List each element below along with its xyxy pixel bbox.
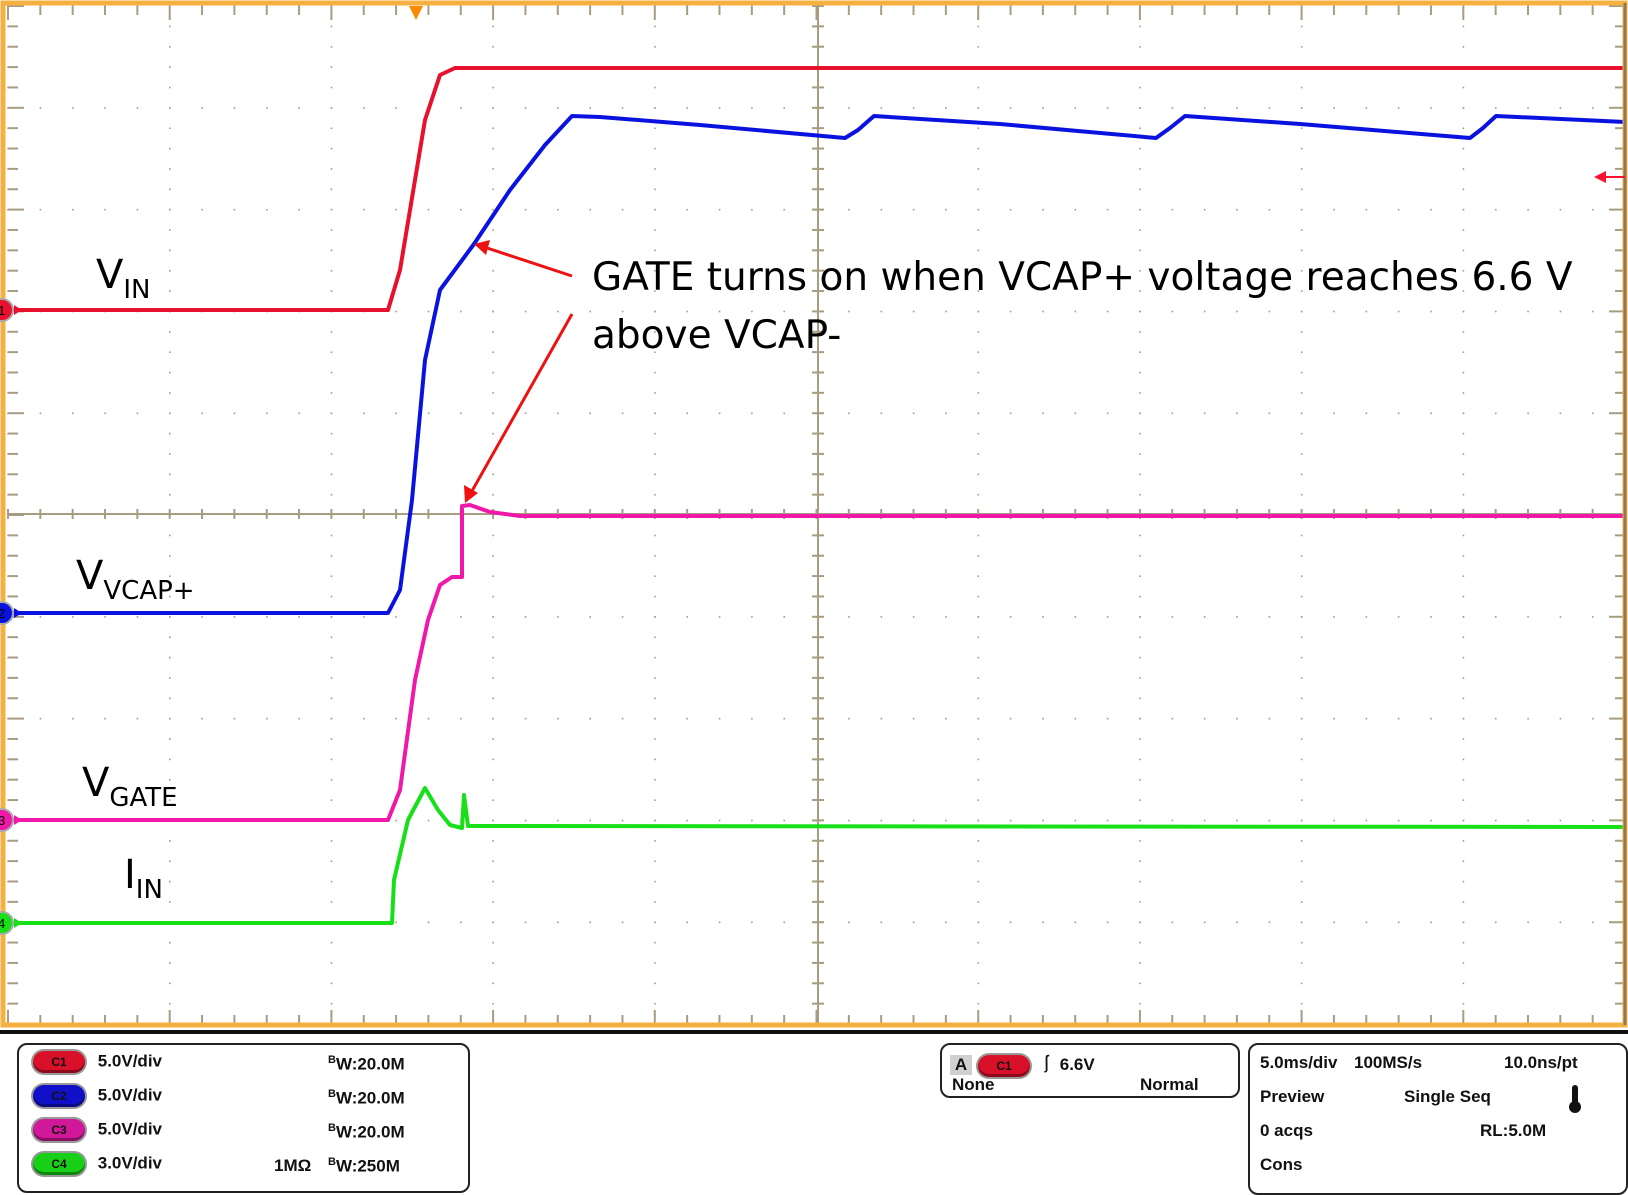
channel-2-marker-icon[interactable]: 2 bbox=[0, 601, 22, 625]
trigger-source-button[interactable]: C1 bbox=[978, 1054, 1030, 1077]
rising-edge-icon: ⎰ bbox=[1038, 1055, 1055, 1074]
channel-c4-bw: BW:250M bbox=[328, 1156, 400, 1176]
channel-1-marker-icon[interactable]: 1 bbox=[0, 298, 22, 322]
svg-text:2: 2 bbox=[0, 606, 5, 621]
channel-c3-scale: 5.0V/div bbox=[97, 1119, 162, 1139]
label-vvcap: VVCAP+ bbox=[76, 553, 195, 606]
trigger-mode-letter: A bbox=[950, 1055, 972, 1075]
channel-c1-button[interactable]: C1 bbox=[33, 1051, 85, 1073]
channel-row-c4[interactable]: C4 3.0V/div bbox=[33, 1153, 162, 1175]
acq-state: Preview bbox=[1260, 1087, 1325, 1106]
label-vin: VIN bbox=[96, 252, 151, 305]
trigger-level-icon[interactable] bbox=[1594, 171, 1625, 183]
cons-status: Cons bbox=[1260, 1155, 1303, 1174]
annotation-line-2: above VCAP- bbox=[592, 313, 842, 358]
time-resolution: 10.0ns/pt bbox=[1504, 1053, 1578, 1072]
trace-c1 bbox=[8, 66, 1625, 312]
acq-mode: Single Seq bbox=[1404, 1087, 1491, 1106]
waveform-traces bbox=[8, 66, 1626, 925]
trigger-settings-box[interactable]: A C1 ⎰ 6.6V None Normal bbox=[940, 1043, 1240, 1098]
channel-3-marker-icon[interactable]: 3 bbox=[0, 808, 22, 832]
channel-c2-bw: BW:20.0M bbox=[328, 1088, 405, 1108]
svg-text:1: 1 bbox=[0, 303, 5, 318]
channel-row-c1[interactable]: C1 5.0V/div bbox=[33, 1051, 162, 1073]
record-length: RL:5.0M bbox=[1480, 1121, 1547, 1140]
svg-text:4: 4 bbox=[0, 916, 5, 931]
trace-c4 bbox=[8, 786, 1626, 925]
annotation-arrows bbox=[464, 240, 574, 503]
sample-rate: 100MS/s bbox=[1354, 1053, 1423, 1072]
trace-c3 bbox=[8, 503, 1625, 822]
trigger-position-icon[interactable] bbox=[409, 6, 423, 20]
scope-display: 1 2 3 4 bbox=[0, 0, 1628, 1028]
time-per-div: 5.0ms/div bbox=[1260, 1053, 1338, 1072]
label-vgate: VGATE bbox=[82, 760, 178, 813]
channel-4-marker-icon[interactable]: 4 bbox=[0, 911, 22, 935]
annotation-line-1: GATE turns on when VCAP+ voltage reaches… bbox=[592, 255, 1573, 300]
trigger-level: 6.6V bbox=[1059, 1055, 1095, 1074]
label-iin: IIN bbox=[124, 852, 163, 905]
thermometer-icon bbox=[1569, 1085, 1581, 1113]
channel-c3-bw: BW:20.0M bbox=[328, 1122, 405, 1142]
trigger-mode: Normal bbox=[1140, 1075, 1199, 1094]
channel-c2-scale: 5.0V/div bbox=[97, 1085, 162, 1105]
channel-c1-scale: 5.0V/div bbox=[97, 1051, 162, 1071]
svg-text:3: 3 bbox=[0, 813, 5, 828]
channel-c4-impedance: 1MΩ bbox=[274, 1156, 312, 1175]
channel-row-c3[interactable]: C3 5.0V/div bbox=[33, 1119, 162, 1141]
trace-c2 bbox=[8, 114, 1626, 615]
channel-c1-bw: BW:20.0M bbox=[328, 1054, 405, 1074]
channel-settings-box: C1 5.0V/div BW:20.0M C2 5.0V/div BW:20.0… bbox=[17, 1043, 470, 1193]
channel-c3-button[interactable]: C3 bbox=[33, 1119, 85, 1141]
channel-c4-scale: 3.0V/div bbox=[97, 1153, 162, 1173]
trigger-coupling: None bbox=[952, 1075, 995, 1094]
channel-c2-button[interactable]: C2 bbox=[33, 1085, 85, 1107]
trigger-row: A C1 ⎰ 6.6V bbox=[950, 1050, 1095, 1077]
status-panel: C1 5.0V/div BW:20.0M C2 5.0V/div BW:20.0… bbox=[0, 1030, 1628, 1195]
acq-count: 0 acqs bbox=[1260, 1121, 1313, 1140]
channel-c4-button[interactable]: C4 bbox=[33, 1153, 85, 1175]
channel-row-c2[interactable]: C2 5.0V/div bbox=[33, 1085, 162, 1107]
timebase-settings-box[interactable]: 5.0ms/div 100MS/s 10.0ns/pt Preview Sing… bbox=[1248, 1043, 1628, 1195]
